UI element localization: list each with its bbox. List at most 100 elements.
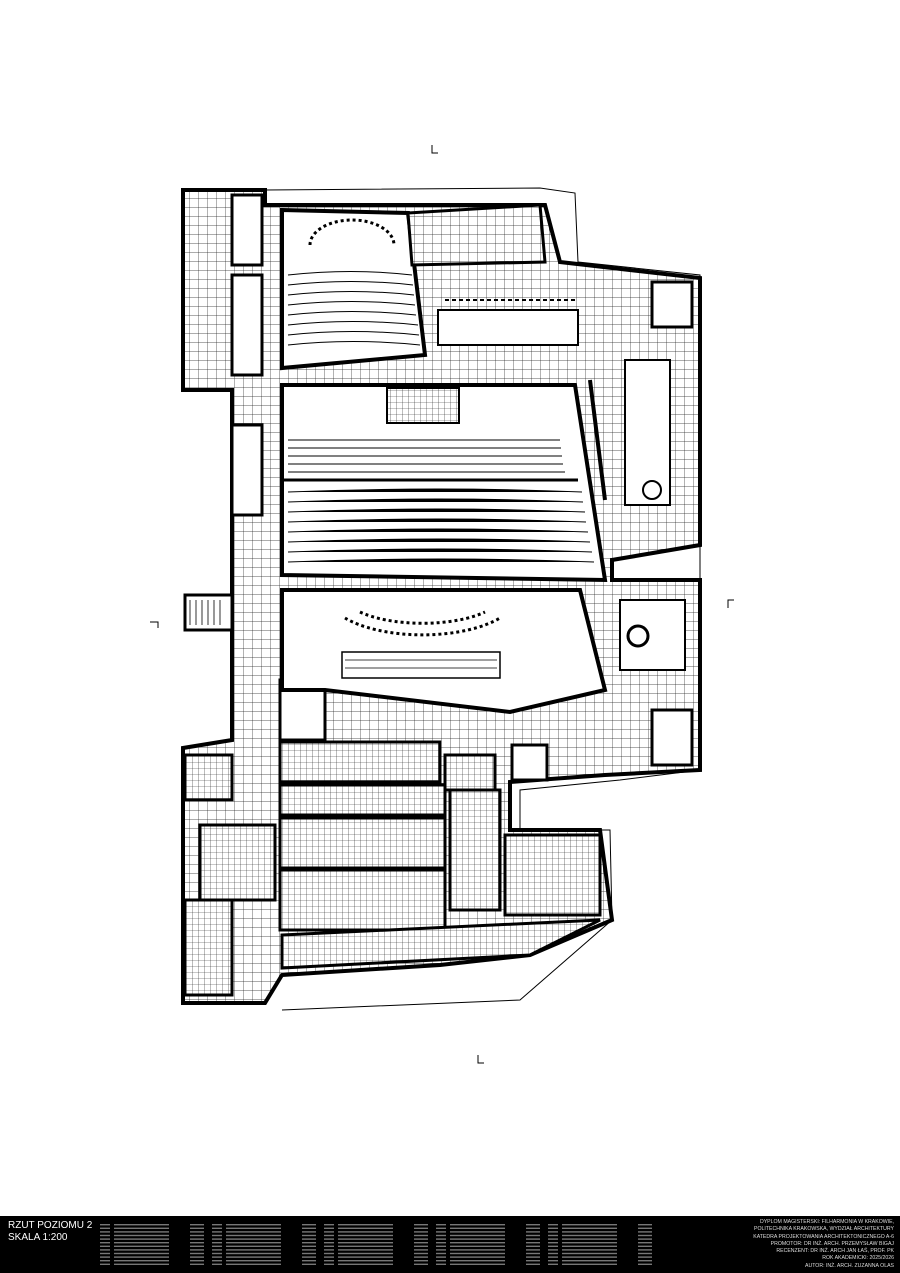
schedule-entry-mark	[190, 1242, 204, 1244]
schedule-entry-mark	[114, 1245, 169, 1247]
schedule-entry-mark	[212, 1231, 222, 1233]
schedule-entry-mark	[638, 1242, 652, 1244]
schedule-entry-mark	[100, 1234, 110, 1237]
schedule-entry-mark	[212, 1234, 222, 1237]
drawing-title: RZUT POZIOMU 2 SKALA 1:200	[8, 1220, 92, 1244]
schedule-entry-mark	[302, 1256, 316, 1258]
schedule-entry-mark	[638, 1224, 652, 1226]
schedule-entry-mark	[100, 1263, 110, 1265]
schedule-entry-mark	[114, 1238, 169, 1240]
schedule-entry-mark	[212, 1252, 222, 1255]
schedule-entry-mark	[548, 1234, 558, 1237]
schedule-entry-mark	[450, 1227, 505, 1229]
schedule-entry-mark	[450, 1238, 505, 1240]
schedule-entry-mark	[548, 1260, 558, 1262]
schedule-entry-mark	[526, 1224, 540, 1226]
schedule-entry-mark	[436, 1260, 446, 1262]
schedule-entry-mark	[338, 1249, 393, 1251]
schedule-entry-mark	[324, 1252, 334, 1255]
plan-level-title: RZUT POZIOMU 2	[8, 1220, 93, 1231]
schedule-entry-mark	[436, 1242, 446, 1244]
credits-block: DYPLOM MAGISTERSKI: FILHARMONIA W KRAKOW…	[753, 1219, 894, 1270]
schedule-entry-mark	[100, 1249, 110, 1251]
schedule-entry-mark	[114, 1224, 169, 1226]
schedule-entry-mark	[338, 1252, 393, 1255]
schedule-entry-mark	[302, 1224, 316, 1226]
schedule-entry-mark	[324, 1234, 334, 1237]
schedule-entry-mark	[526, 1245, 540, 1247]
schedule-entry-mark	[562, 1224, 617, 1226]
schedule-entry-mark	[114, 1231, 169, 1233]
schedule-entry-mark	[436, 1249, 446, 1251]
schedule-entry-mark	[302, 1234, 316, 1237]
schedule-entry-mark	[324, 1263, 334, 1265]
schedule-entry-mark	[414, 1227, 428, 1229]
schedule-entry-mark	[226, 1227, 281, 1229]
schedule-entry-mark	[190, 1224, 204, 1226]
schedule-entry-mark	[302, 1263, 316, 1265]
schedule-entry-mark	[212, 1224, 222, 1226]
schedule-entry-mark	[562, 1238, 617, 1240]
credit-line: DYPLOM MAGISTERSKI: FILHARMONIA W KRAKOW…	[759, 1219, 894, 1225]
schedule-entry-mark	[450, 1224, 505, 1226]
schedule-entry-mark	[324, 1224, 334, 1226]
schedule-entry-mark	[450, 1242, 505, 1244]
schedule-entry-mark	[436, 1227, 446, 1229]
schedule-entry-mark	[436, 1231, 446, 1233]
schedule-entry-mark	[414, 1242, 428, 1244]
schedule-entry-mark	[100, 1242, 110, 1244]
schedule-entry-mark	[548, 1238, 558, 1240]
schedule-entry-mark	[450, 1260, 505, 1262]
schedule-entry-mark	[338, 1231, 393, 1233]
schedule-entry-mark	[562, 1260, 617, 1262]
schedule-entry-mark	[526, 1249, 540, 1251]
schedule-entry-mark	[562, 1242, 617, 1244]
schedule-entry-mark	[526, 1256, 540, 1258]
chamber-hall	[280, 207, 428, 371]
schedule-entry-mark	[414, 1224, 428, 1226]
schedule-entry-mark	[226, 1234, 281, 1237]
credit-line: KATEDRA PROJEKTOWANIA ARCHITEKTONICZNEGO…	[753, 1233, 894, 1240]
schedule-entry-mark	[562, 1256, 617, 1258]
schedule-entry-mark	[302, 1242, 316, 1244]
schedule-entry-mark	[338, 1242, 393, 1244]
schedule-entry-mark	[324, 1245, 334, 1247]
schedule-entry-mark	[526, 1238, 540, 1240]
schedule-entry-mark	[324, 1256, 334, 1258]
schedule-entry-mark	[302, 1245, 316, 1247]
schedule-entry-mark	[638, 1260, 652, 1262]
schedule-entry-mark	[114, 1263, 169, 1265]
schedule-entry-mark	[114, 1227, 169, 1229]
schedule-entry-mark	[190, 1227, 204, 1229]
schedule-entry-mark	[100, 1252, 110, 1255]
schedule-entry-mark	[324, 1249, 334, 1251]
schedule-entry-mark	[414, 1238, 428, 1240]
schedule-entry-mark	[114, 1242, 169, 1244]
schedule-entry-mark	[100, 1238, 110, 1240]
schedule-entry-mark	[190, 1263, 204, 1265]
schedule-entry-mark	[548, 1263, 558, 1265]
schedule-entry-mark	[414, 1256, 428, 1258]
schedule-entry-mark	[338, 1224, 393, 1226]
schedule-entry-mark	[226, 1249, 281, 1251]
stage	[280, 588, 608, 715]
schedule-entry-mark	[436, 1252, 446, 1255]
schedule-entry-mark	[414, 1231, 428, 1233]
schedule-entry-mark	[562, 1249, 617, 1251]
schedule-entry-mark	[436, 1238, 446, 1240]
schedule-entry-mark	[324, 1231, 334, 1233]
schedule-entry-mark	[414, 1263, 428, 1265]
schedule-entry-mark	[548, 1245, 558, 1247]
schedule-entry-mark	[100, 1227, 110, 1229]
schedule-entry-mark	[212, 1263, 222, 1265]
schedule-entry-mark	[190, 1234, 204, 1237]
schedule-entry-mark	[190, 1249, 204, 1251]
schedule-entry-mark	[450, 1252, 505, 1255]
upper-rooms	[406, 203, 579, 346]
schedule-entry-mark	[526, 1263, 540, 1265]
schedule-entry-mark	[414, 1245, 428, 1247]
schedule-entry-mark	[338, 1256, 393, 1258]
schedule-entry-mark	[450, 1231, 505, 1233]
schedule-entry-mark	[226, 1263, 281, 1265]
schedule-entry-mark	[212, 1242, 222, 1244]
